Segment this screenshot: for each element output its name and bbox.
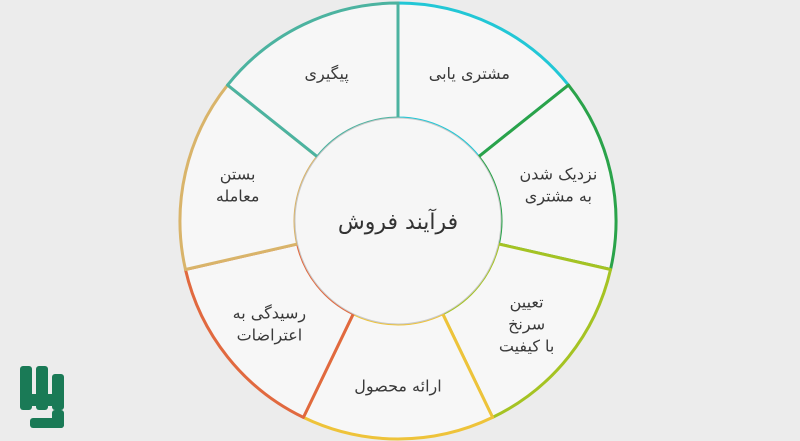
segment-label-line: اعتراضات (237, 326, 303, 346)
segment-label-1: مشتری یابی (429, 64, 510, 84)
segment-label-line: ارائه محصول (354, 377, 441, 397)
segment-label-6: بستن معامله (216, 164, 260, 205)
center-hub (294, 117, 502, 325)
segment-label-line: سرنخ (508, 315, 545, 335)
segment-label-line: مشتری یابی (429, 64, 510, 84)
segment-label-line: بستن (220, 164, 256, 184)
segment-label-line: به مشتری (525, 186, 592, 206)
segment-label-line: با کیفیت (499, 337, 555, 356)
segment-label-line: معامله (216, 186, 260, 205)
segment-label-line: تعیین (510, 293, 544, 313)
segment-label-line: پیگیری (304, 64, 348, 84)
logo-bar (30, 418, 64, 428)
segment-label-7: پیگیری (304, 64, 348, 84)
logo-bar (20, 394, 64, 406)
segment-label-line: رسیدگی به (233, 304, 306, 324)
segment-label-line: نزدیک شدن (519, 164, 597, 184)
center-title: فرآیند فروش (338, 208, 458, 235)
segment-label-4: ارائه محصول (354, 377, 441, 397)
company-logo-icon (20, 366, 64, 428)
